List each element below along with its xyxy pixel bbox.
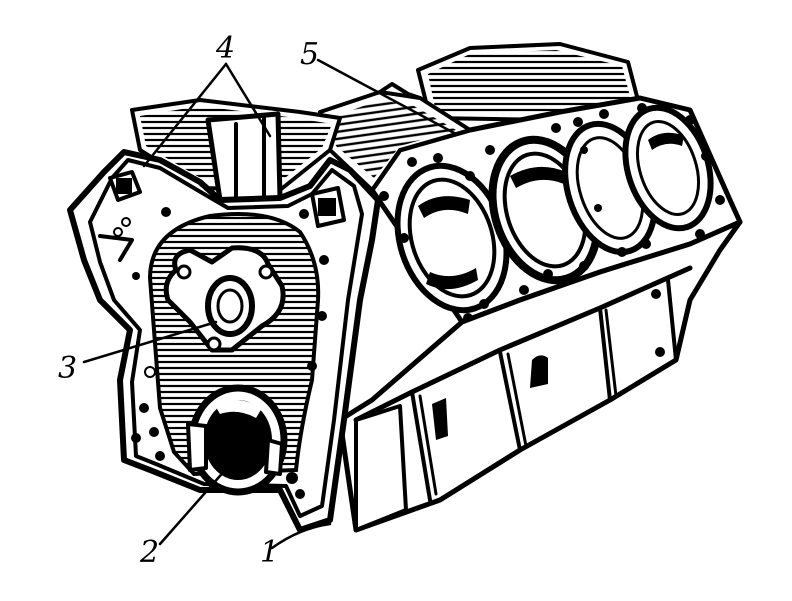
block-side-wall [337,219,743,533]
deck-bolt-holes [379,103,725,323]
callout-1: 1 [260,535,279,570]
callout-3: 3 [58,351,77,386]
callout-5: 5 [300,37,319,72]
leader-3 [82,320,218,364]
cylinder-bore-4 [622,104,714,232]
block-front-face [67,149,381,533]
front-face-bolt-holes [113,207,329,499]
rear-cylinder-bank [416,42,642,122]
crankshaft-bore [186,384,288,496]
left-bank-top [130,98,342,203]
oil-gallery-plugs [108,170,346,228]
callout-4: 4 [215,31,235,66]
leader-1 [270,522,332,550]
leader-5 [316,58,458,136]
block-valley [318,82,472,192]
cylinder-deck-face [369,95,743,325]
leader-lines [82,58,458,550]
callout-labels: 4 5 3 2 1 [58,31,319,570]
callout-2: 2 [139,535,159,570]
leader-4a [142,62,228,168]
camshaft-bearing-boss [163,245,286,353]
leader-4b [224,62,272,138]
leader-2 [158,458,236,546]
cylinder-bore-1 [394,162,510,314]
